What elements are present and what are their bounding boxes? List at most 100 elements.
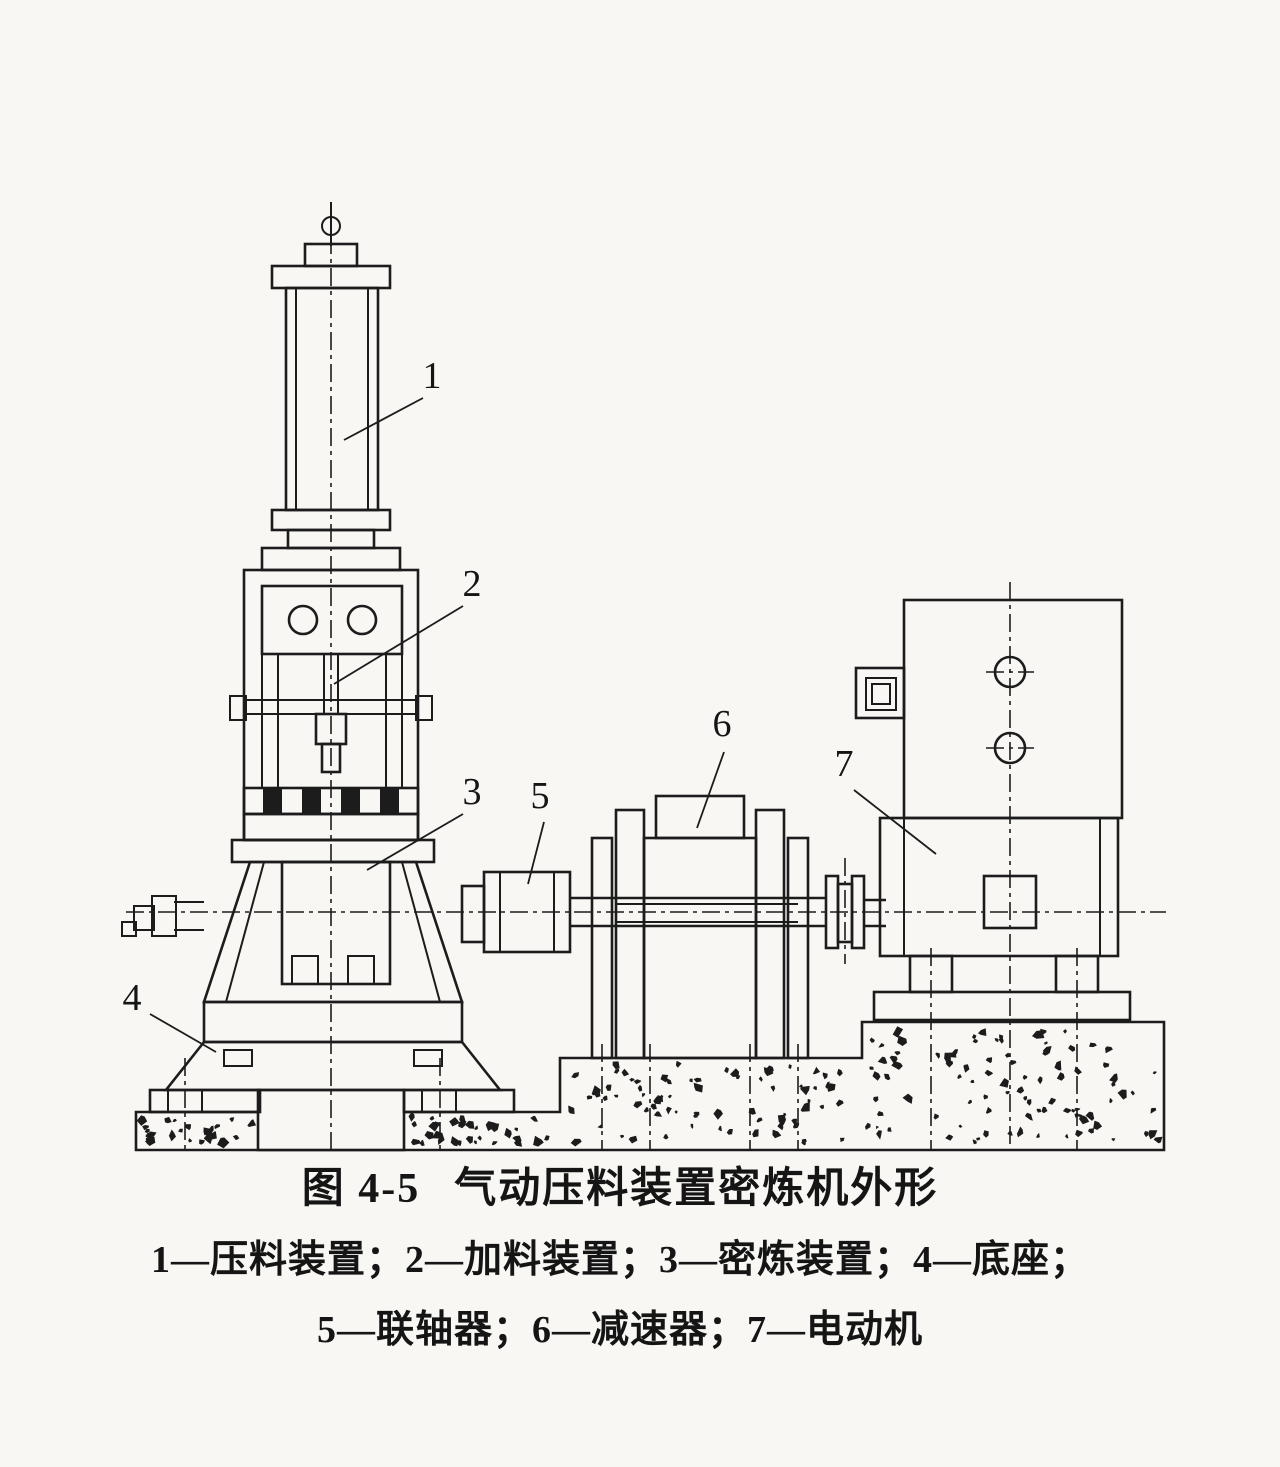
speckle	[972, 1038, 978, 1044]
speckle	[840, 1137, 845, 1142]
speckle	[214, 1124, 221, 1130]
speckle	[675, 1060, 682, 1068]
callout-numbers: 1 2 3 4 5 6 7	[123, 355, 854, 1019]
speckle	[1111, 1081, 1116, 1087]
speckle	[985, 1106, 992, 1114]
speed-reducer	[590, 794, 810, 1060]
speckle	[1009, 1060, 1017, 1066]
speckle	[983, 1094, 988, 1100]
speckle	[602, 1095, 608, 1101]
speckle	[1105, 1046, 1113, 1054]
speckle	[653, 1111, 663, 1117]
speckle	[568, 1105, 575, 1115]
speckle	[1044, 1041, 1048, 1045]
speckle	[1026, 1099, 1032, 1106]
speckle	[945, 1134, 954, 1141]
speckle	[963, 1064, 970, 1073]
speckle	[473, 1140, 477, 1145]
speckle	[1085, 1111, 1095, 1121]
speckle	[933, 1113, 939, 1120]
speckle	[458, 1121, 467, 1129]
speckle	[772, 1129, 782, 1139]
mixer-housing	[202, 860, 464, 1004]
speckle	[752, 1129, 759, 1138]
speckle	[1023, 1096, 1028, 1101]
speckle	[935, 1052, 940, 1059]
speckle	[1062, 1107, 1072, 1114]
sight-hole-icon	[346, 604, 378, 636]
speckle	[952, 1049, 959, 1055]
speckle	[975, 1137, 981, 1141]
speckle	[825, 1081, 830, 1089]
speckle	[668, 1094, 672, 1099]
speckle	[889, 1055, 898, 1065]
left-shaft-end	[151, 895, 177, 937]
motor-top-box	[902, 598, 1124, 820]
speckle	[184, 1124, 192, 1131]
reducer-housing	[642, 836, 758, 1060]
speckle	[674, 1110, 678, 1114]
speckle	[801, 1139, 806, 1146]
speckle	[1054, 1060, 1062, 1071]
left-gear-disc	[614, 808, 646, 1060]
speckle	[983, 1130, 989, 1138]
speckle	[835, 1099, 844, 1107]
speckle	[144, 1128, 150, 1133]
right-gear-disc	[754, 808, 786, 1060]
speckle	[998, 1037, 1004, 1044]
speckle	[726, 1129, 733, 1135]
speckle	[1078, 1114, 1083, 1119]
speckle	[972, 1034, 977, 1040]
speckle	[594, 1091, 601, 1098]
speckle	[491, 1141, 498, 1146]
speckle	[693, 1111, 700, 1117]
speckle	[758, 1076, 763, 1082]
speckle	[1016, 1126, 1024, 1138]
speckle	[1036, 1133, 1040, 1139]
speckle	[657, 1095, 663, 1103]
speckle	[621, 1068, 630, 1077]
speckle	[798, 1084, 803, 1089]
speckle	[1089, 1042, 1097, 1048]
speckle	[869, 1066, 874, 1070]
speckle	[897, 1035, 907, 1046]
speckle	[1111, 1138, 1116, 1142]
speckle	[819, 1104, 824, 1110]
speckle	[877, 1056, 888, 1064]
speckle	[1071, 1108, 1077, 1113]
speckle	[1042, 1048, 1049, 1056]
legend-line-2: 5—联轴器；6—减速器；7—电动机	[317, 1309, 923, 1351]
nameplate	[982, 874, 1038, 930]
figure-number: 图 4-5	[302, 1166, 421, 1212]
foundation	[134, 1020, 1166, 1152]
speckle	[876, 1130, 882, 1140]
speckle	[199, 1139, 205, 1145]
speckle	[1148, 1130, 1158, 1140]
speckle	[1024, 1112, 1033, 1121]
machine-base	[148, 1040, 516, 1114]
speckle	[633, 1101, 643, 1109]
speckle	[944, 1052, 951, 1062]
speckle	[875, 1125, 879, 1130]
speckle	[450, 1136, 459, 1147]
motor-coupling	[824, 874, 886, 950]
centerlines	[126, 204, 1166, 1150]
legend-line-1: 1—压料装置；2—加料装置；3—密炼装置；4—底座；	[151, 1239, 1089, 1281]
speckle	[724, 1067, 729, 1074]
speckle	[872, 1071, 881, 1081]
speckle	[629, 1077, 635, 1082]
pressing-device	[260, 202, 402, 572]
speckle	[1068, 1044, 1076, 1052]
speckle	[978, 1028, 987, 1036]
speckle	[1005, 1091, 1010, 1095]
speckle	[613, 1068, 620, 1074]
speckle	[1074, 1066, 1082, 1075]
speckle	[665, 1078, 672, 1085]
cylinder-body	[284, 286, 380, 512]
speckle	[957, 1074, 962, 1080]
speckle	[1056, 1072, 1065, 1081]
speckle	[999, 1034, 1004, 1039]
